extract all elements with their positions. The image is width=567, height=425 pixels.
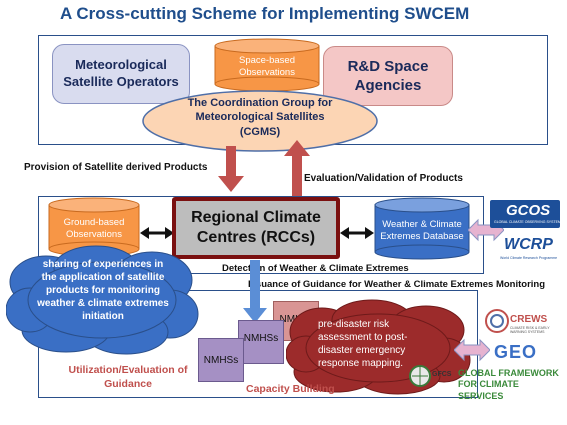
crews-logo-subtext: CLIMATE RISK & EARLY WARNING SYSTEMS	[510, 326, 550, 335]
pre-disaster-text: pre-disaster risk assessment to post-dis…	[318, 319, 408, 369]
wcrp-logo-text: WCRP	[504, 236, 553, 253]
gfcs-globe-icon	[409, 365, 431, 387]
provision-arrow	[218, 146, 244, 192]
pre-disaster-cloud	[286, 299, 471, 395]
rd-space-agencies-label: R&D Space Agencies	[347, 57, 429, 95]
gfcs-full-name: GLOBAL FRAMEWORK FOR CLIMATE SERVICES	[458, 368, 559, 401]
rcc-label: Regional Climate Centres (RCCs)	[191, 209, 321, 246]
cloud-logos-arrow	[454, 338, 490, 362]
utilization-line1: Utilization/Evaluation of	[68, 364, 188, 376]
gcos-logo-text: GCOS	[506, 202, 551, 219]
space-obs-cylinder	[214, 38, 320, 92]
gfcs-logo: GFCS	[408, 364, 454, 390]
ground-rcc-double-arrow	[140, 227, 174, 239]
gcos-logo-subtext: GLOBAL CLIMATE OBSERVING SYSTEM	[494, 220, 561, 224]
utilization-line2: Guidance	[104, 377, 152, 390]
provision-label: Provision of Satellite derived Products	[24, 162, 208, 173]
nmhs-label-middle: NMHSs	[243, 333, 279, 344]
issuance-label: Issuance of Guidance for Weather & Clima…	[248, 279, 546, 290]
crews-logo-text: CREWS	[510, 314, 548, 325]
ground-obs-cylinder	[48, 197, 140, 257]
sharing-text: sharing of experiences in the applicatio…	[37, 259, 169, 322]
gcos-logo: GCOS GLOBAL CLIMATE OBSERVING SYSTEM	[490, 200, 561, 228]
crews-logo: CREWS CLIMATE RISK & EARLY WARNING SYSTE…	[484, 308, 564, 338]
guidance-arrow	[243, 260, 267, 323]
evaluation-label: Evaluation/Validation of Products	[304, 173, 463, 184]
nmhs-box-middle: NMHSs	[238, 320, 284, 364]
cgms-ellipse	[142, 90, 378, 152]
rcc-box: Regional Climate Centres (RCCs)	[172, 197, 340, 259]
nmhs-box-front: NMHSs	[198, 338, 244, 382]
wcrp-logo-subtext: World Climate Research Programme	[500, 256, 558, 260]
crews-swirl-icon	[485, 309, 509, 333]
database-label: Weather & Climate Extremes Database	[380, 219, 464, 242]
cgms-label: The Coordination Group for Meteorologica…	[187, 97, 333, 138]
geo-logo: GEO	[494, 342, 538, 362]
rcc-database-double-arrow	[340, 227, 374, 239]
nmhs-label-front: NMHSs	[203, 355, 239, 366]
space-obs-label: Space-based Observations	[239, 55, 295, 78]
ground-obs-label: Ground-based Observations	[63, 217, 125, 240]
rd-space-agencies-box: R&D Space Agencies	[323, 46, 453, 106]
gfcs-logo-text: GFCS	[432, 371, 452, 378]
met-satellite-operators-label: Meteorological Satellite Operators	[63, 57, 179, 89]
evaluation-arrow	[284, 140, 310, 196]
database-cylinder	[374, 197, 470, 260]
met-satellite-operators-box: Meteorological Satellite Operators	[52, 44, 190, 104]
wcrp-logo: WCRP World Climate Research Programme	[496, 234, 560, 264]
capacity-building-label: Capacity Building	[246, 383, 335, 395]
detection-label: Detection of Weather & Climate Extremes	[222, 263, 409, 274]
utilization-label: Utilization/Evaluation of Guidance	[48, 364, 208, 391]
diagram-title: A Cross-cutting Scheme for Implementing …	[60, 4, 470, 23]
sharing-cloud	[6, 245, 199, 355]
